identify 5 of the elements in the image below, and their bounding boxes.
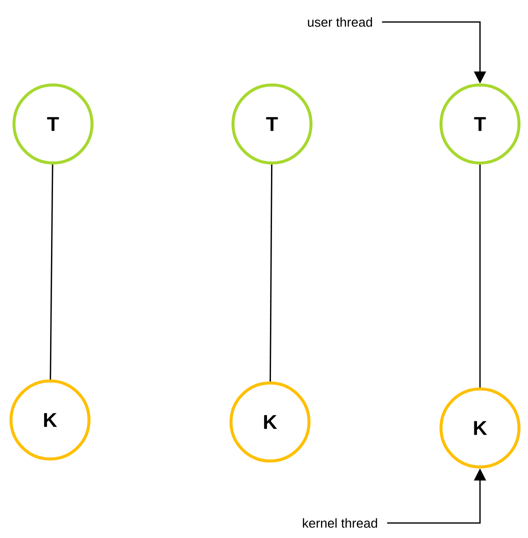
leader-label: user thread [308,17,372,27]
connector-line [270,164,272,382]
connector-line [50,164,54,380]
connector-line [479,164,481,388]
leader-label: kernel thread [302,518,378,528]
